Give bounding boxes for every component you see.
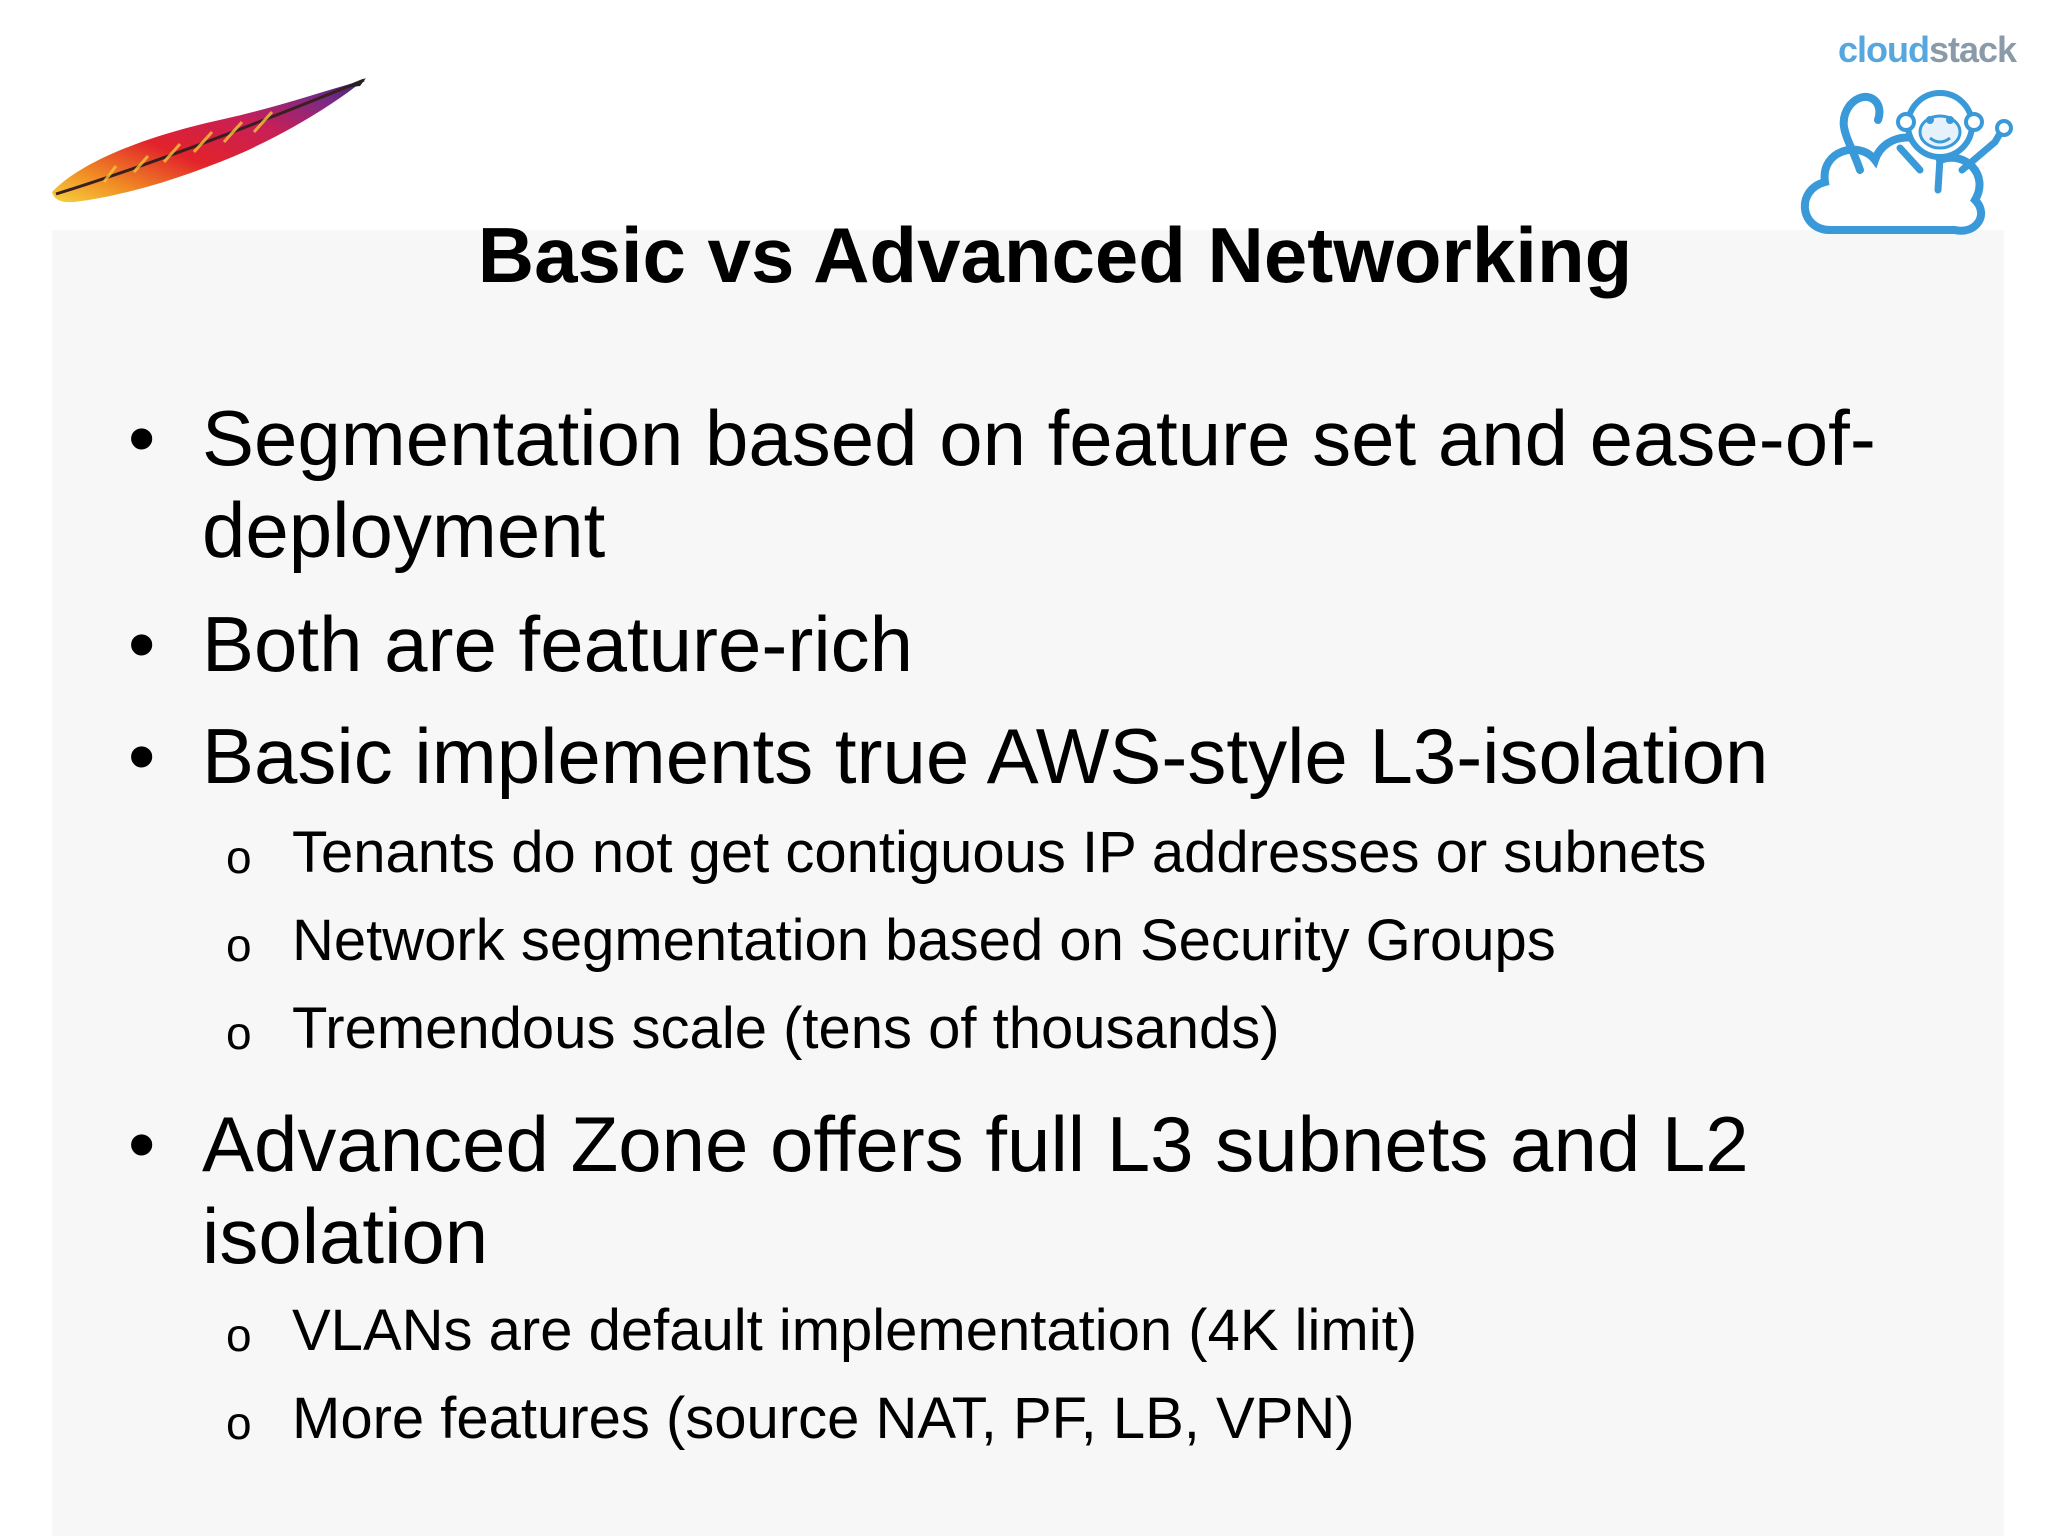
bullet-marker: • (128, 712, 156, 800)
slide-panel (52, 230, 2004, 1536)
sub-bullet-item: o Tremendous scale (tens of thousands) (226, 994, 1972, 1064)
bullet-item: • Both are feature-rich (128, 598, 1962, 690)
bullet-text-line-1: Advanced Zone offers full L3 subnets and… (202, 1100, 1749, 1188)
sub-bullet-marker: o (226, 1007, 252, 1059)
bullet-item: • Advanced Zone offers full L3 subnets a… (128, 1098, 1962, 1282)
bullet-text: Basic implements true AWS-style L3-isola… (202, 712, 1769, 800)
bullet-item: • Segmentation based on feature set and … (128, 392, 1962, 576)
cloudstack-wordmark-stack: stack (1929, 29, 2017, 70)
cloudstack-wordmark: cloudstack (1838, 28, 2017, 72)
bullet-text-line-2: deployment (202, 486, 606, 574)
sub-bullet-text: VLANs are default implementation (4K lim… (292, 1298, 1418, 1363)
sub-bullet-text: More features (source NAT, PF, LB, VPN) (292, 1386, 1355, 1451)
bullet-marker: • (128, 394, 156, 482)
bullet-item: • Basic implements true AWS-style L3-iso… (128, 710, 1962, 802)
cloudstack-monkey-cloud-icon (1800, 90, 2013, 235)
bullet-text: Both are feature-rich (202, 600, 914, 688)
sub-bullet-item: o Tenants do not get contiguous IP addre… (226, 818, 1972, 888)
bullet-marker: • (128, 1100, 156, 1188)
sub-bullet-marker: o (226, 1309, 252, 1361)
sub-bullet-marker: o (226, 831, 252, 883)
sub-bullet-text: Tenants do not get contiguous IP address… (292, 820, 1707, 885)
sub-bullet-item: o VLANs are default implementation (4K l… (226, 1296, 1972, 1366)
bullet-text-line-1: Segmentation based on feature set and ea… (202, 394, 1876, 482)
bullet-text-line-2: isolation (202, 1192, 489, 1280)
sub-bullet-marker: o (226, 1397, 252, 1449)
sub-bullet-marker: o (226, 919, 252, 971)
sub-bullet-text: Network segmentation based on Security G… (292, 908, 1556, 973)
sub-bullet-text: Tremendous scale (tens of thousands) (292, 996, 1280, 1061)
apache-feather-logo (52, 78, 366, 203)
sub-bullet-item: o Network segmentation based on Security… (226, 906, 1972, 976)
slide-title: Basic vs Advanced Networking (477, 211, 1633, 299)
cloudstack-wordmark-cloud: cloud (1838, 29, 1930, 70)
sub-bullet-item: o More features (source NAT, PF, LB, VPN… (226, 1384, 1972, 1454)
bullet-marker: • (128, 600, 156, 688)
